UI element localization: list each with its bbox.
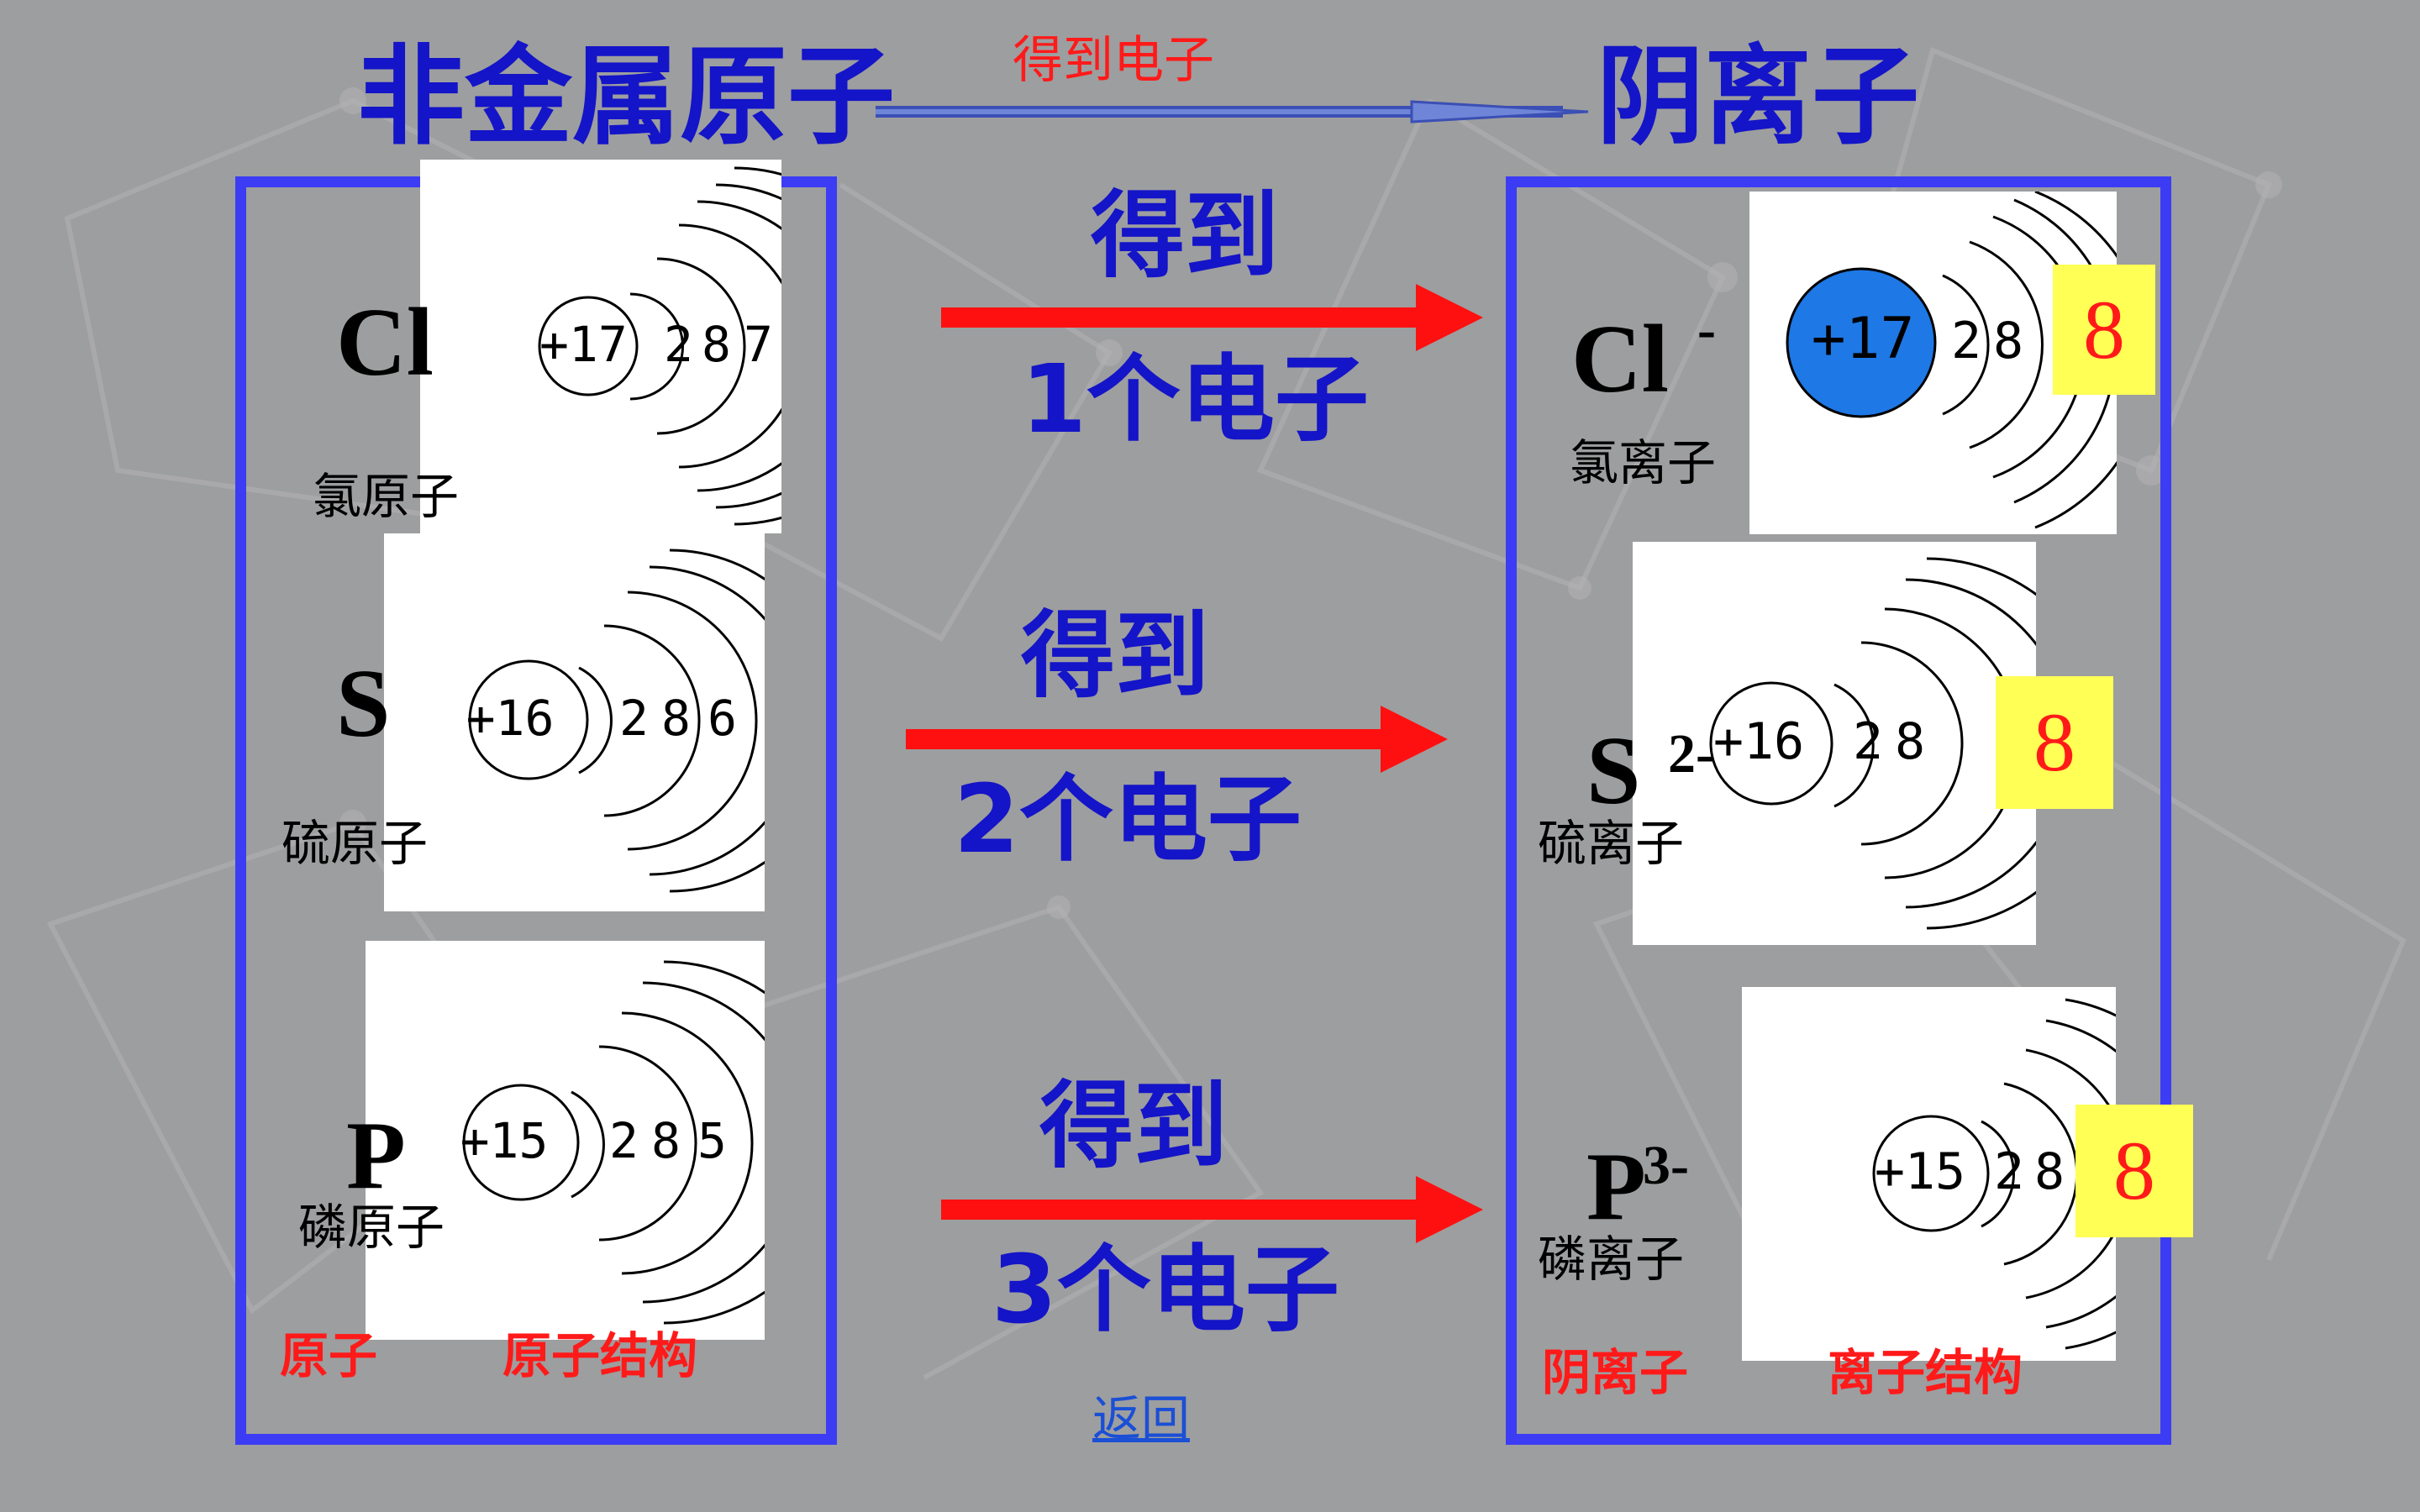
cl-ion-shell-1: 2 (1951, 312, 1981, 370)
p-ion-name: 磷离子 (1538, 1231, 1685, 1288)
cl-nucleus: +17 (539, 316, 628, 373)
ion-frame (1506, 176, 2171, 1445)
p-atom-structure: +15 2 8 5 (460, 960, 846, 1325)
gain-2-arrow (906, 706, 1448, 773)
p-ion-structure: +15 2 8 (1872, 998, 2217, 1350)
s-ion-outer-shell: 8 (1996, 676, 2113, 809)
p-nucleus: +15 (460, 1112, 549, 1169)
s-shell-2: 8 (661, 690, 691, 747)
arrow-label: 得到电子 (1013, 31, 1214, 90)
p-ion-shell-1: 2 (1994, 1142, 2024, 1201)
s-atom-symbol: S (336, 650, 391, 758)
p-ion-outer-shell: 8 (2075, 1105, 2193, 1237)
gain-1-arrow (941, 284, 1483, 351)
cl-shell-3: 7 (744, 316, 773, 373)
p-ion-shell-2: 8 (2034, 1142, 2065, 1201)
cl-atom-structure: +17 2 8 7 (538, 166, 914, 526)
gain-3-arrow (941, 1176, 1483, 1243)
gain-1-top: 得到 (1091, 181, 1279, 291)
gain-3-top: 得到 (1039, 1072, 1228, 1181)
gain-2-bottom: 2个电子 (954, 765, 1302, 874)
cl-shell-2: 8 (702, 316, 731, 373)
cl-atom-name: 氯原子 (313, 468, 460, 525)
s-shell-3: 6 (708, 690, 737, 747)
p-ion-charge: 3- (1643, 1135, 1689, 1196)
ion-structure-footer-label: 离子结构 (1828, 1344, 2023, 1401)
p-shell-1: 2 (609, 1112, 639, 1169)
p-atom-name: 磷原子 (298, 1199, 445, 1256)
atom-structure-footer-label: 原子结构 (502, 1327, 698, 1384)
s-nucleus: +16 (466, 690, 555, 747)
s-ion-shell-1: 2 (1853, 712, 1883, 771)
back-link[interactable]: 返回 (1092, 1390, 1191, 1447)
cl-atom-symbol: Cl (336, 289, 434, 396)
s-ion-name: 硫离子 (1538, 815, 1685, 872)
cl-ion-shell-2: 8 (1993, 312, 2023, 370)
cl-ion-symbol: Cl (1571, 306, 1669, 413)
cl-shell-1: 2 (664, 316, 693, 373)
p-atom-symbol: P (346, 1102, 406, 1210)
p-shell-3: 5 (697, 1112, 727, 1169)
atom-card-cl: +17 2 8 7 (420, 160, 914, 533)
s-ion-nucleus: +16 (1713, 712, 1804, 771)
cl-ion-nucleus: +17 (1812, 306, 1915, 372)
cl-ion-structure: +17 2 8 (1786, 190, 2151, 529)
s-atom-name: 硫原子 (281, 815, 429, 872)
p-ion-symbol: P (1586, 1133, 1646, 1241)
right-title: 阴离子 (1597, 34, 1920, 160)
s-atom-structure: +16 2 8 6 (466, 549, 842, 893)
p-ion-nucleus: +15 (1875, 1142, 1965, 1201)
header-arrow (876, 100, 1589, 123)
atom-footer-label: 原子 (280, 1327, 378, 1384)
atom-card-p: +15 2 8 5 (366, 941, 846, 1340)
s-shell-1: 2 (619, 690, 649, 747)
s-ion-shell-2: 8 (1895, 712, 1925, 771)
ion-card-s: +16 2 8 (1633, 542, 2113, 945)
gain-1-bottom: 1个电子 (1021, 345, 1369, 454)
s-ion-structure: +16 2 8 (1709, 557, 2113, 930)
p-shell-2: 8 (651, 1112, 681, 1169)
cl-ion-charge: - (1697, 299, 1716, 360)
s-ion-symbol: S (1586, 717, 1641, 825)
s-ion-charge: 2- (1668, 723, 1714, 785)
ion-card-p: +15 2 8 (1742, 987, 2217, 1361)
atom-card-s: +16 2 8 6 (384, 533, 842, 911)
ion-footer-label: 阴离子 (1542, 1344, 1689, 1401)
cl-ion-name: 氯离子 (1570, 434, 1717, 491)
gain-2-top: 得到 (1021, 601, 1209, 711)
gain-3-bottom: 3个电子 (992, 1236, 1339, 1345)
cl-ion-outer-shell: 8 (2053, 265, 2155, 395)
left-title: 非金属原子 (357, 34, 896, 160)
